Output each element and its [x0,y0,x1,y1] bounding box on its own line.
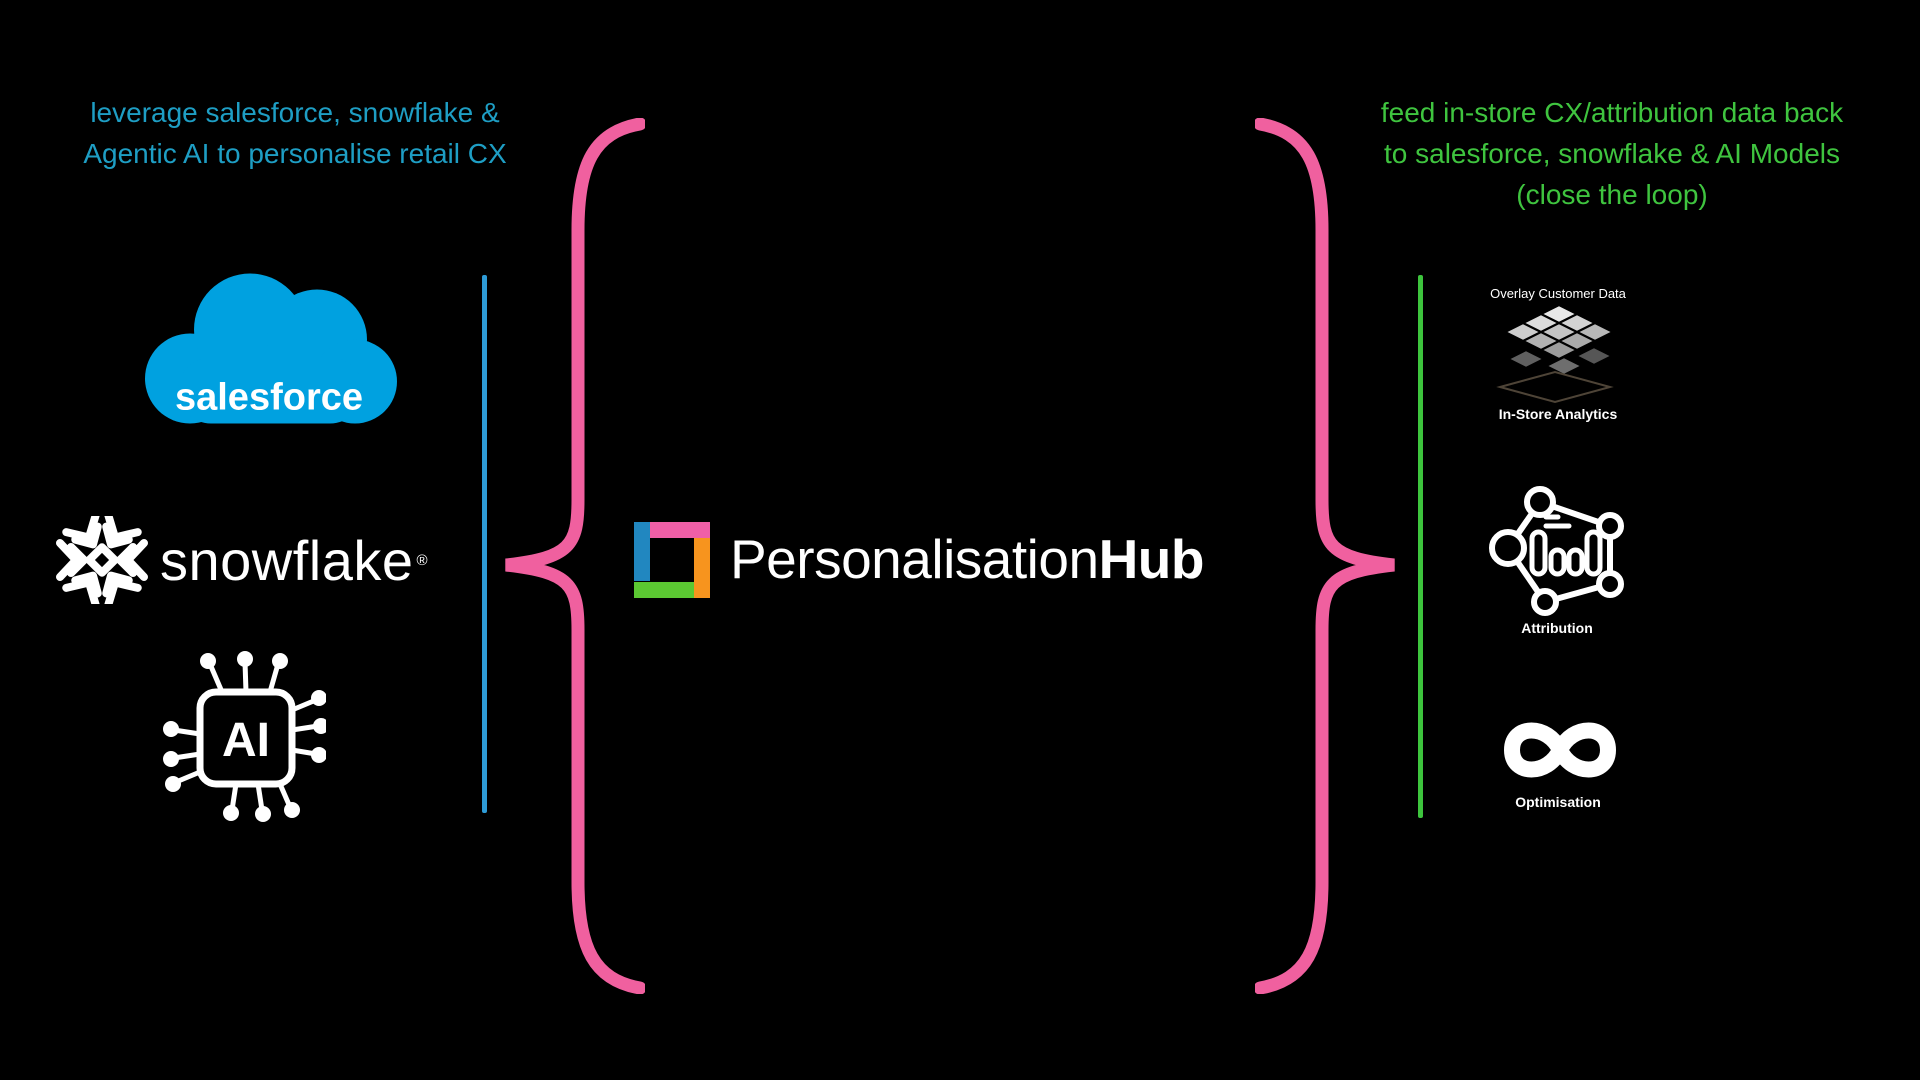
registered-mark: ® [416,551,428,569]
hub-title-bold: Hub [1098,528,1205,590]
left-curly-brace [505,118,645,994]
attribution-label: Attribution [1521,620,1593,636]
right-note-line3: (close the loop) [1516,179,1708,210]
hub-logo-icon [634,522,710,598]
layers-icon [1496,306,1614,404]
left-note: leverage salesforce, snowflake & Agentic… [40,92,550,174]
layers-middle-grid [1510,348,1610,374]
snowflake-icon [56,516,148,604]
hub-title-regular: Personalisation [730,528,1099,590]
layers-top-grid [1507,306,1611,358]
left-note-line1: leverage salesforce, snowflake & [90,97,500,128]
right-note-line2: to salesforce, snowflake & AI Models [1384,138,1840,169]
right-note: feed in-store CX/attribution data back t… [1348,92,1876,215]
ai-chip-icon: AI [163,651,326,822]
right-note-line1: feed in-store CX/attribution data back [1380,97,1844,128]
salesforce-wordmark: salesforce [175,377,363,419]
layers-base-outline [1496,370,1614,404]
overlay-customer-data-label: Overlay Customer Data [1490,286,1626,301]
salesforce-cloud-icon [145,273,397,424]
ai-chip-label: AI [222,714,270,767]
snowflake-wordmark: snowflake [160,528,414,592]
outputs-separator-line [1418,275,1423,818]
salesforce-logo: salesforce [145,273,397,424]
attribution-network-icon [1489,486,1624,616]
infinity-icon [1503,722,1617,778]
left-note-line2: Agentic AI to personalise retail CX [83,138,507,169]
in-store-analytics-label: In-Store Analytics [1498,406,1618,422]
right-curly-brace [1255,118,1395,994]
optimisation-label: Optimisation [1515,794,1601,810]
sources-separator-line [482,275,487,813]
snowflake-logo: snowflake® [56,514,428,606]
